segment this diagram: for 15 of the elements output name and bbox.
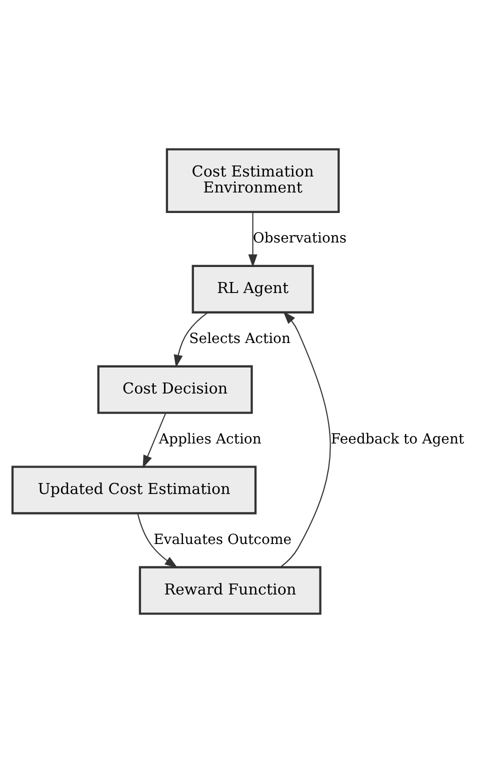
arrow <box>174 312 208 368</box>
node-box: RL Agent <box>192 264 314 314</box>
edge-label: Applies Action <box>158 431 262 448</box>
edge-label: Selects Action <box>189 331 291 348</box>
arrow <box>280 311 331 568</box>
arrow <box>137 513 178 568</box>
node-box: Updated Cost Estimation <box>11 466 257 514</box>
edge-label: Observations <box>252 230 347 247</box>
node-box: Reward Function <box>138 566 322 615</box>
node-box: Cost Decision <box>97 365 253 414</box>
edge-label: Evaluates Outcome <box>154 532 292 548</box>
arrow <box>142 412 166 468</box>
edge-label: Feedback to Agent <box>330 431 464 448</box>
arrow <box>248 212 258 268</box>
node-box: Cost Estimation Environment <box>166 148 340 214</box>
